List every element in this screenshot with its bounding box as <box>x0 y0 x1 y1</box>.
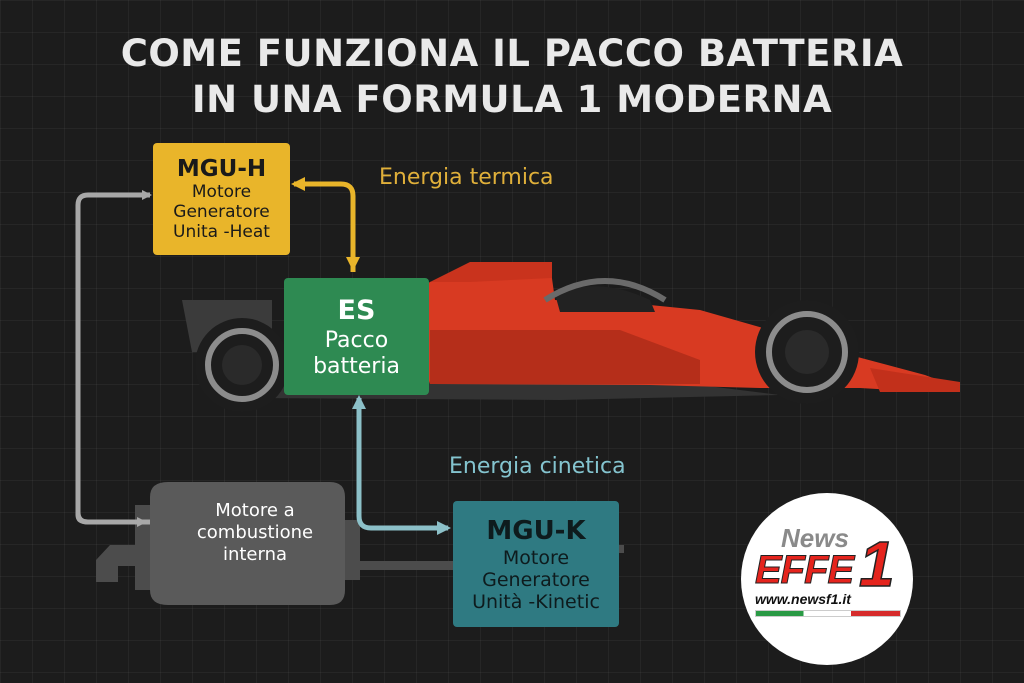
logo-effe-text: EFFE <box>754 548 854 593</box>
mgu-h-box: MGU-H Motore Generatore Unita -Heat <box>153 143 290 255</box>
engine-line-2: combustione <box>196 522 314 543</box>
kinetic-energy-label: Energia cinetica <box>449 454 626 479</box>
es-title: ES <box>337 294 376 326</box>
combustion-engine-illustration <box>96 482 624 605</box>
mgu-k-line-2: Generatore <box>482 569 590 591</box>
mgu-h-line-3: Unita -Heat <box>173 222 270 242</box>
combustion-engine-label: Motore a combustione interna <box>160 500 350 566</box>
es-line-1: Pacco <box>324 327 389 353</box>
es-line-2: batteria <box>313 353 400 379</box>
thermal-energy-label: Energia termica <box>379 165 554 190</box>
italian-flag-stripe <box>755 610 901 617</box>
exhaust-loop-arrow-return <box>75 510 147 527</box>
logo-url-text: www.newsf1.it <box>755 591 851 607</box>
logo-news-text: News <box>781 523 849 553</box>
title-line-1: COME FUNZIONA IL PACCO BATTERIA <box>120 32 904 75</box>
engine-line-3: interna <box>222 544 288 565</box>
engine-line-1: Motore a <box>215 500 295 521</box>
title-line-2: IN UNA FORMULA 1 MODERNA <box>191 78 833 121</box>
mgu-k-line-3: Unità -Kinetic <box>472 591 600 613</box>
mgu-k-line-1: Motore <box>502 547 570 569</box>
thermal-energy-arrow <box>291 177 356 272</box>
mgu-h-line-1: Motore <box>191 182 252 202</box>
kinetic-energy-arrow-right <box>356 415 451 535</box>
mgu-h-title: MGU-H <box>176 156 267 182</box>
newsf1-logo: News EFFE 1 www.newsf1.it <box>741 493 913 665</box>
f1-car-illustration <box>182 262 960 412</box>
mgu-k-box: MGU-K Motore Generatore Unità -Kinetic <box>453 501 619 627</box>
mgu-h-line-2: Generatore <box>173 202 270 222</box>
mgu-k-title: MGU-K <box>486 516 586 546</box>
logo-one-text: 1 <box>858 527 895 601</box>
es-battery-box: ES Pacco batteria <box>284 278 429 395</box>
exhaust-loop-arrow <box>75 190 152 525</box>
